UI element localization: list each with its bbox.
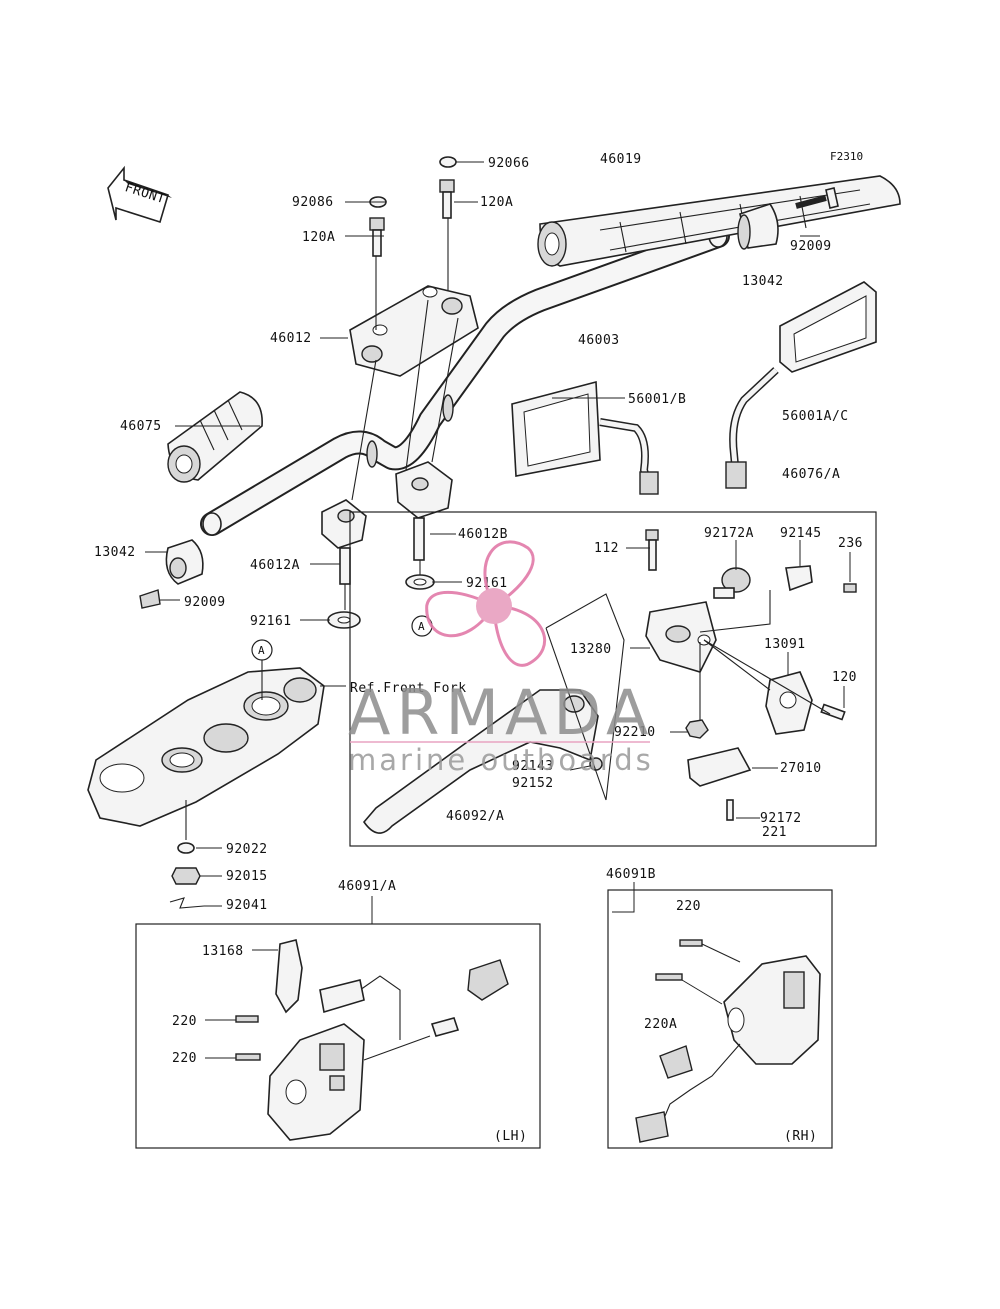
screw-92172 bbox=[726, 799, 734, 821]
pin-92041 bbox=[169, 897, 205, 909]
reference-note: Ref.Front Fork bbox=[350, 681, 467, 696]
damper-92161-right bbox=[405, 574, 435, 590]
handlebar-pipe bbox=[200, 224, 730, 536]
holder-bolt-left bbox=[369, 217, 385, 257]
brake-lever-46092A bbox=[362, 689, 603, 834]
label-92015: 92015 bbox=[226, 869, 268, 884]
nut-92015 bbox=[171, 867, 201, 885]
label-13091: 13091 bbox=[764, 637, 806, 652]
label-92172: 92172 bbox=[760, 811, 802, 826]
label-92145: 92145 bbox=[780, 526, 822, 541]
lh-screws-220 bbox=[235, 1015, 261, 1061]
watermark-brand: ARMADA bbox=[348, 676, 654, 749]
label-13042-left: 13042 bbox=[94, 545, 136, 560]
figure-code: F2310 bbox=[830, 150, 863, 163]
alignment-lines bbox=[344, 218, 459, 610]
label-rh: (RH) bbox=[784, 1129, 817, 1144]
label-27010: 27010 bbox=[780, 761, 822, 776]
label-46075: 46075 bbox=[120, 419, 162, 434]
rh-screws bbox=[655, 939, 703, 981]
label-13280: 13280 bbox=[570, 642, 612, 657]
adjuster-92172A bbox=[713, 567, 751, 599]
label-92066: 92066 bbox=[488, 156, 530, 171]
label-120: 120 bbox=[832, 670, 857, 685]
label-46076A: 46076/A bbox=[782, 467, 840, 482]
lh-switch-box bbox=[135, 923, 541, 1149]
mirror-left bbox=[511, 380, 659, 495]
switch-27010 bbox=[687, 747, 752, 787]
label-92172A: 92172A bbox=[704, 526, 754, 541]
label-92161-left: 92161 bbox=[250, 614, 292, 629]
screw-236 bbox=[843, 583, 857, 593]
label-92009-right: 92009 bbox=[790, 239, 832, 254]
lever-holder-13280 bbox=[645, 601, 717, 673]
label-120A-top: 120A bbox=[480, 195, 513, 210]
armada-watermark: ARMADA marine outboards bbox=[348, 540, 654, 777]
fork-alignment-lines bbox=[185, 660, 346, 840]
label-220-a: 220 bbox=[172, 1014, 197, 1029]
clip-92145 bbox=[785, 565, 813, 592]
handlebar-holder-upper bbox=[349, 285, 479, 377]
label-92143: 92143 bbox=[512, 759, 554, 774]
label-13168: 13168 bbox=[202, 944, 244, 959]
steering-stem-head bbox=[87, 667, 325, 827]
label-92009-left: 92009 bbox=[184, 595, 226, 610]
label-220-rh: 220 bbox=[676, 899, 701, 914]
label-46091A: 46091/A bbox=[338, 879, 396, 894]
svg-text:A: A bbox=[418, 620, 425, 633]
propeller-logo bbox=[425, 540, 546, 667]
label-92210: 92210 bbox=[614, 725, 656, 740]
label-236: 236 bbox=[838, 536, 863, 551]
rh-switch-box bbox=[607, 889, 833, 1149]
label-46019: 46019 bbox=[600, 152, 642, 167]
marker-a-lower: A bbox=[251, 639, 273, 661]
label-46003: 46003 bbox=[578, 333, 620, 348]
left-bar-end-screw bbox=[139, 589, 161, 609]
leader-lines bbox=[145, 161, 851, 1059]
label-112: 112 bbox=[594, 541, 619, 556]
front-direction-arrow: FRONT bbox=[107, 165, 172, 224]
right-bar-end-weight bbox=[737, 203, 779, 250]
right-grip bbox=[537, 175, 901, 267]
bolt-112 bbox=[645, 529, 659, 571]
bolt-120 bbox=[820, 703, 846, 721]
marker-a-upper: A bbox=[411, 615, 433, 637]
label-13042-right: 13042 bbox=[742, 274, 784, 289]
label-92041: 92041 bbox=[226, 898, 268, 913]
watermark-tagline: marine outboards bbox=[348, 743, 654, 777]
clamp-13091 bbox=[765, 671, 813, 735]
lever-assembly-box bbox=[349, 511, 877, 847]
holder-bolt-top bbox=[439, 179, 455, 219]
lh-cover-13168 bbox=[275, 939, 303, 1014]
label-92152: 92152 bbox=[512, 776, 554, 791]
label-221: 221 bbox=[762, 825, 787, 840]
label-120A-left: 120A bbox=[302, 230, 335, 245]
rh-switch-housing bbox=[635, 955, 821, 1143]
right-bar-end-screw bbox=[795, 187, 839, 209]
washer-92066 bbox=[439, 156, 457, 168]
label-220-b: 220 bbox=[172, 1051, 197, 1066]
label-46012B: 46012B bbox=[458, 527, 508, 542]
handlebar-holder-lower-b bbox=[395, 461, 453, 561]
part-labels: 92066 46019 92086 120A 120A 92009 13042 … bbox=[94, 152, 863, 1144]
left-bar-end-weight bbox=[165, 539, 204, 585]
label-46012: 46012 bbox=[270, 331, 312, 346]
svg-text:A: A bbox=[258, 644, 265, 657]
nut-92210 bbox=[685, 719, 709, 739]
label-46012A: 46012A bbox=[250, 558, 300, 573]
label-46091B: 46091B bbox=[606, 867, 656, 882]
label-220A: 220A bbox=[644, 1017, 677, 1032]
label-46092A: 46092/A bbox=[446, 809, 504, 824]
lh-switch-housing bbox=[267, 959, 509, 1141]
label-92022: 92022 bbox=[226, 842, 268, 857]
label-56001B: 56001/B bbox=[628, 392, 686, 407]
label-lh: (LH) bbox=[494, 1129, 527, 1144]
label-92086: 92086 bbox=[292, 195, 334, 210]
washer-92022 bbox=[177, 842, 195, 854]
left-grip bbox=[167, 391, 263, 483]
damper-92161-left bbox=[327, 611, 361, 629]
label-56001AC: 56001A/C bbox=[782, 409, 849, 424]
mirror-right bbox=[725, 281, 877, 489]
